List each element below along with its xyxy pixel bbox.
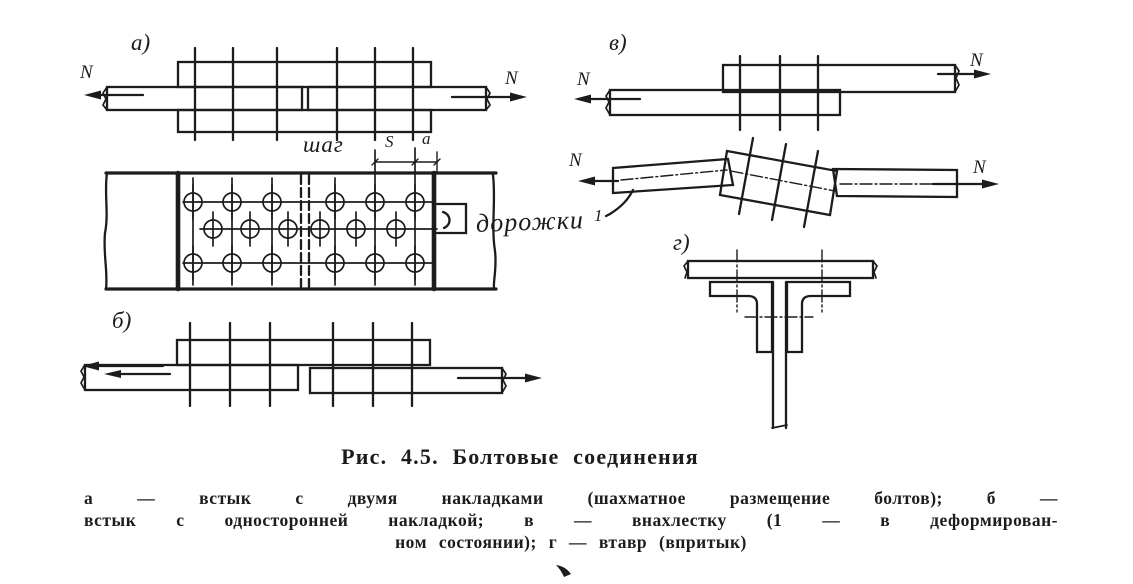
force-label-n: N [969, 50, 984, 71]
cover-plate-top [176, 60, 433, 89]
flange-plate [686, 259, 875, 280]
main-plate-right [306, 85, 488, 112]
axis-centerlines [620, 169, 954, 192]
angle-cleat-right [785, 280, 852, 354]
bolt-lines-tilted [737, 136, 820, 229]
main-plate-left [105, 85, 304, 112]
figure-caption-title: Рис. 4.5. Болтовые соединения [341, 444, 699, 469]
force-arrow-left [574, 94, 642, 104]
force-arrow-left [82, 361, 172, 378]
main-plate-right [308, 366, 504, 395]
force-arrow-right [456, 373, 542, 383]
force-label-n: N [972, 157, 987, 178]
force-arrow-left [84, 90, 145, 100]
torn-edge [80, 364, 86, 391]
force-label-n: N [79, 62, 94, 83]
edge-dim-label: а [422, 129, 431, 148]
rows-handwritten-note: дорожки [476, 205, 585, 238]
torn-edge [605, 89, 611, 116]
plan-view-staggered-bolts: шаг S а дорожки [103, 129, 585, 292]
torn-edge [101, 86, 108, 111]
torn-edge-left [103, 171, 109, 291]
bolt-lines-a [193, 46, 415, 142]
cover-plate-bottom [176, 108, 433, 134]
force-arrow-left [578, 176, 620, 186]
bolt-lines-v [738, 54, 820, 132]
part-label-a: а) [131, 30, 150, 55]
ink-blot [556, 565, 571, 577]
angle-cleat-left [708, 280, 774, 354]
force-label-n: N [568, 150, 583, 171]
diagram-a-butt-two-covers: а) N N [79, 30, 527, 142]
force-label-n: N [576, 69, 591, 90]
legend-line-2: встык с односторонней накладкой; в — вна… [84, 510, 1058, 530]
part-label-v: в) [609, 30, 627, 55]
legend-line-1: а — встык с двумя накладками (шахматное … [84, 488, 1058, 508]
bracket-box [435, 202, 468, 235]
diagram-b-butt-single-cover: б) [80, 308, 542, 408]
left-plate-tilted [611, 157, 735, 195]
figure-legend: а — встык с двумя накладками (шахматное … [84, 487, 1058, 553]
upper-plate [721, 63, 957, 94]
part-label-g: г) [673, 230, 690, 255]
cover-plate [175, 338, 432, 367]
torn-edge [954, 64, 960, 93]
diagram-v-lap-joint: в) N N [574, 30, 991, 132]
force-arrow-right [450, 92, 527, 102]
diagram-v-lap-joint-deformed: N N 1 [568, 136, 999, 229]
bolt-lines-b [188, 321, 414, 408]
force-label-n: N [504, 68, 519, 89]
lower-plate [608, 88, 842, 117]
part-label-b: б) [112, 308, 131, 333]
diagram-g-tee-joint: г) [673, 230, 879, 430]
main-plate-left [83, 363, 300, 392]
torn-edge [501, 367, 507, 394]
bolt-row-lines [182, 201, 438, 264]
bracket-mark [441, 210, 451, 230]
legend-line-3: ном состоянии); г — втавр (впритык) [395, 532, 747, 552]
leader-line [604, 188, 635, 218]
bolt-column-lines [192, 147, 416, 286]
web-plate [771, 280, 788, 430]
spacing-dim-label: S [385, 132, 394, 151]
force-arrow-right [931, 179, 999, 189]
torn-edge-right [491, 173, 497, 291]
bolt-axes [736, 249, 823, 318]
torn-edge [872, 260, 879, 279]
deformed-ref-label: 1 [594, 206, 603, 225]
right-plate [831, 167, 959, 199]
torn-edge [485, 86, 492, 111]
bolt-grid [183, 184, 425, 281]
force-arrow-right [936, 69, 991, 79]
dimension-lines [371, 151, 441, 173]
pitch-annotation: шаг [303, 132, 344, 157]
overlap-zone-rotated [718, 149, 839, 217]
torn-edge [682, 260, 689, 279]
